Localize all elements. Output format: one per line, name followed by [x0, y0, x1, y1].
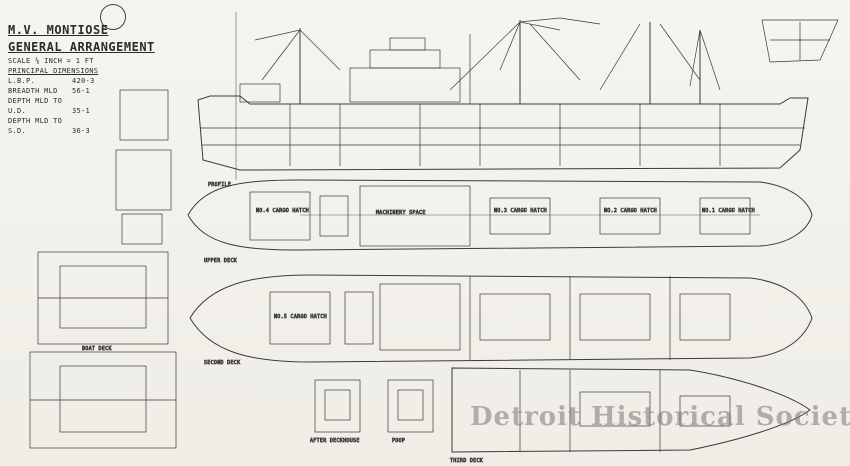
dimension-row: DEPTH MLD TO S.D. 36-3	[8, 116, 155, 136]
watermark: Detroit Historical Society	[470, 402, 850, 432]
third-deck-plan	[451, 367, 811, 453]
upper-deck-label: UPPER DECK	[204, 258, 237, 264]
dimension-value: 36-3	[72, 127, 91, 135]
upper-deck-plan	[187, 179, 813, 251]
dimension-key: DEPTH MLD TO S.D.	[8, 117, 63, 135]
hold-label: NO.3 CARGO HATCH	[494, 208, 547, 214]
third-deck-label: THIRD DECK	[450, 458, 483, 464]
ship-name: M.V. MONTIOSE	[8, 23, 109, 37]
poop-label: POOP	[392, 438, 405, 444]
hold-label: NO.4 CARGO HATCH	[256, 208, 309, 214]
profile-label: PROFILE	[208, 182, 231, 188]
engine-room-label: MACHINERY SPACE	[376, 210, 426, 216]
title-block: M.V. MONTIOSE GENERAL ARRANGEMENT SCALE …	[8, 22, 155, 136]
poop-plan	[387, 379, 434, 433]
drawing-scale: SCALE ⅛ INCH = 1 FT	[8, 57, 94, 65]
dimension-key: DEPTH MLD TO U.D.	[8, 97, 63, 115]
dimension-row: L.B.P. 420-3	[8, 76, 155, 86]
dimension-key: BREADTH MLD	[8, 87, 58, 95]
dimension-row: DEPTH MLD TO U.D. 35-1	[8, 96, 155, 116]
hold-label: NO.1 CARGO HATCH	[702, 208, 755, 214]
drawing-title: GENERAL ARRANGEMENT	[8, 40, 155, 54]
boat-deck-label: BOAT DECK	[82, 346, 112, 352]
profile-view	[197, 12, 809, 180]
dimensions-heading: PRINCIPAL DIMENSIONS	[8, 67, 99, 75]
second-deck-label: SECOND DECK	[204, 360, 240, 366]
dimension-value: 35-1	[72, 107, 91, 115]
after-deckhouse-label: AFTER DECKHOUSE	[310, 438, 360, 444]
drawing-stamp	[100, 4, 126, 30]
hold-label: NO.5 CARGO HATCH	[274, 314, 327, 320]
hold-label: NO.2 CARGO HATCH	[604, 208, 657, 214]
dimension-value: 56-1	[72, 87, 91, 95]
dimension-value: 420-3	[72, 77, 95, 85]
house-section-details	[29, 89, 177, 449]
bow-detail	[761, 19, 839, 63]
dimension-row: BREADTH MLD 56-1	[8, 86, 155, 96]
after-deckhouse-plan	[314, 379, 361, 433]
dimension-key: L.B.P.	[8, 77, 36, 85]
second-deck-plan	[189, 274, 813, 363]
